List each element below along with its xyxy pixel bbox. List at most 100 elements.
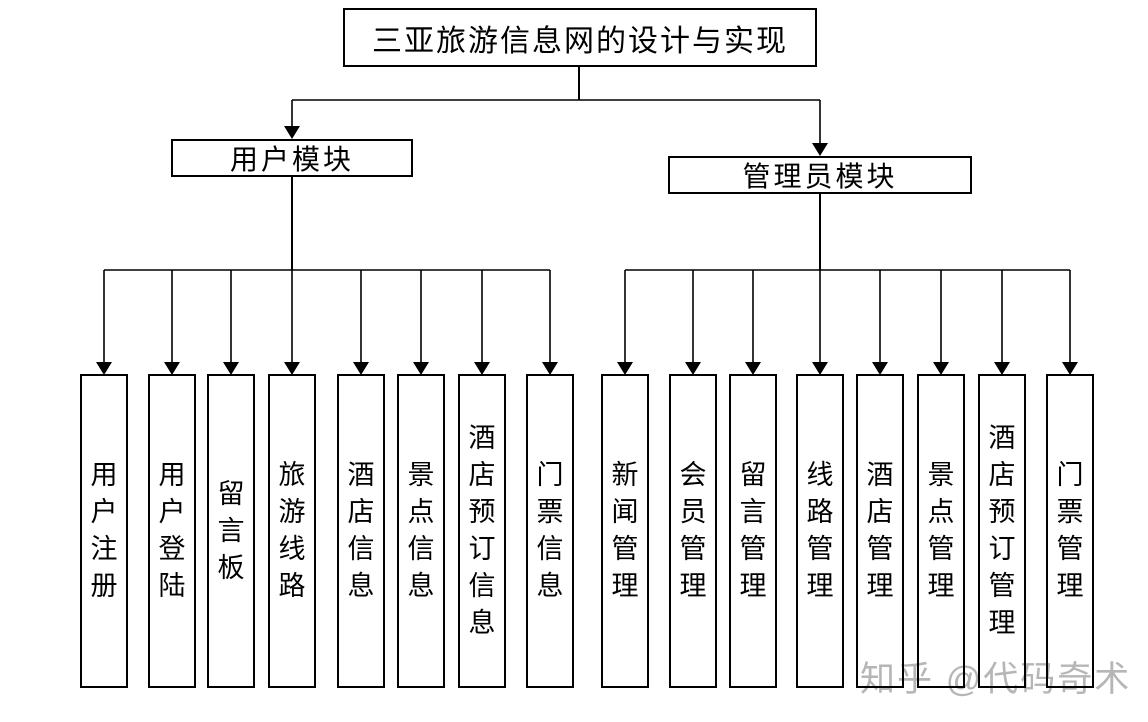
root-title: 三亚旅游信息网的设计与实现	[372, 24, 788, 58]
leaf-label: 留言板	[218, 476, 245, 587]
leaf-box: 会员管理	[669, 374, 717, 688]
leaf-label-char: 理	[866, 571, 894, 601]
leaf-label-char: 息	[407, 571, 435, 601]
leaf-label-char: 信	[468, 571, 496, 601]
leaf-label-char: 理	[988, 608, 1016, 638]
leaf-label-char: 理	[927, 571, 955, 601]
leaf-label-char: 景	[407, 460, 435, 490]
leaf-label-char: 册	[90, 571, 118, 601]
leaf-label-char: 景	[927, 460, 955, 490]
leaf-label: 会员管理	[680, 457, 707, 605]
leaf-label-char: 言	[217, 515, 245, 546]
leaf-label-char: 息	[536, 571, 564, 601]
leaf-label-char: 管	[988, 571, 1016, 601]
leaf-box: 酒店预订信息	[458, 374, 506, 688]
leaf-label-char: 管	[739, 534, 767, 564]
leaf-label-char: 板	[217, 552, 245, 583]
leaf-label-char: 酒	[468, 423, 496, 453]
leaf-label-char: 管	[927, 534, 955, 564]
leaf-label-char: 信	[407, 534, 435, 564]
leaf-label-char: 留	[217, 478, 245, 509]
leaf-label: 酒店预订信息	[469, 420, 496, 642]
leaf-box: 留言管理	[729, 374, 777, 688]
leaf-label-char: 登	[158, 534, 186, 564]
leaf-label-char: 理	[739, 571, 767, 601]
leaf-label: 用户注册	[91, 457, 118, 605]
leaf-label: 用户登陆	[159, 457, 186, 605]
leaf-label-char: 管	[806, 534, 834, 564]
leaf-box: 线路管理	[796, 374, 844, 688]
root-title-box: 三亚旅游信息网的设计与实现	[343, 8, 817, 67]
leaf-label-char: 点	[927, 497, 955, 527]
leaf-label: 留言管理	[740, 457, 767, 605]
leaf-label-char: 店	[988, 460, 1016, 490]
leaf-label-char: 预	[988, 497, 1016, 527]
leaf-label-char: 票	[536, 497, 564, 527]
leaf-label-char: 旅	[278, 460, 306, 490]
leaf-label-char: 票	[1056, 497, 1084, 527]
leaf-label-char: 新	[611, 460, 639, 490]
leaf-label-char: 酒	[866, 460, 894, 490]
leaf-label-char: 线	[278, 534, 306, 564]
leaf-label-char: 管	[679, 534, 707, 564]
leaf-label: 景点管理	[928, 457, 955, 605]
leaf-label-char: 用	[158, 460, 186, 490]
leaf-box: 景点信息	[397, 374, 445, 688]
leaf-label-char: 点	[407, 497, 435, 527]
leaf-label-char: 员	[679, 497, 707, 527]
leaf-label-char: 酒	[347, 460, 375, 490]
leaf-label: 酒店管理	[867, 457, 894, 605]
leaf-label-char: 息	[347, 571, 375, 601]
leaf-label-char: 理	[611, 571, 639, 601]
leaf-label-char: 信	[347, 534, 375, 564]
branch-label-user: 用户模块	[229, 145, 354, 176]
leaf-label-char: 订	[468, 534, 496, 564]
branch-box-user: 用户模块	[171, 139, 413, 177]
leaf-label: 景点信息	[408, 457, 435, 605]
leaf-box: 旅游线路	[268, 374, 316, 688]
watermark: 知乎 @代码奇术	[860, 660, 1132, 699]
leaf-box: 留言板	[207, 374, 255, 688]
leaf-label: 门票信息	[537, 457, 564, 605]
leaf-label-char: 信	[536, 534, 564, 564]
leaf-label-char: 理	[679, 571, 707, 601]
leaf-label-char: 店	[866, 497, 894, 527]
leaf-label-char: 户	[158, 497, 186, 527]
leaf-box: 用户注册	[80, 374, 128, 688]
leaf-box: 新闻管理	[601, 374, 649, 688]
leaf-label-char: 留	[739, 460, 767, 490]
leaf-label-char: 线	[806, 460, 834, 490]
leaf-label-char: 理	[806, 571, 834, 601]
leaf-label-char: 预	[468, 497, 496, 527]
branch-label-admin: 管理员模块	[742, 162, 898, 193]
branch-box-admin: 管理员模块	[668, 156, 972, 194]
leaf-label-char: 门	[536, 460, 564, 490]
leaf-label-char: 理	[1056, 571, 1084, 601]
leaf-label-char: 注	[90, 534, 118, 564]
leaf-box: 门票管理	[1046, 374, 1094, 688]
leaf-label-char: 户	[90, 497, 118, 527]
leaf-label: 酒店预订管理	[989, 420, 1016, 642]
leaf-box: 景点管理	[917, 374, 965, 688]
leaf-label-char: 管	[1056, 534, 1084, 564]
leaf-label-char: 门	[1056, 460, 1084, 490]
leaf-label-char: 路	[278, 571, 306, 601]
leaf-label-char: 闻	[611, 497, 639, 527]
leaf-label-char: 息	[468, 608, 496, 638]
leaf-box: 酒店信息	[337, 374, 385, 688]
leaf-label-char: 订	[988, 534, 1016, 564]
leaf-label: 新闻管理	[612, 457, 639, 605]
leaf-label: 酒店信息	[348, 457, 375, 605]
leaf-box: 门票信息	[526, 374, 574, 688]
leaf-label-char: 用	[90, 460, 118, 490]
leaf-label-char: 店	[468, 460, 496, 490]
leaf-label: 门票管理	[1057, 457, 1084, 605]
leaf-label-char: 游	[278, 497, 306, 527]
leaf-box: 用户登陆	[148, 374, 196, 688]
leaf-label-char: 言	[739, 497, 767, 527]
leaf-label-char: 陆	[158, 571, 186, 601]
leaf-label-char: 路	[806, 497, 834, 527]
leaf-label: 线路管理	[807, 457, 834, 605]
leaf-label-char: 管	[866, 534, 894, 564]
